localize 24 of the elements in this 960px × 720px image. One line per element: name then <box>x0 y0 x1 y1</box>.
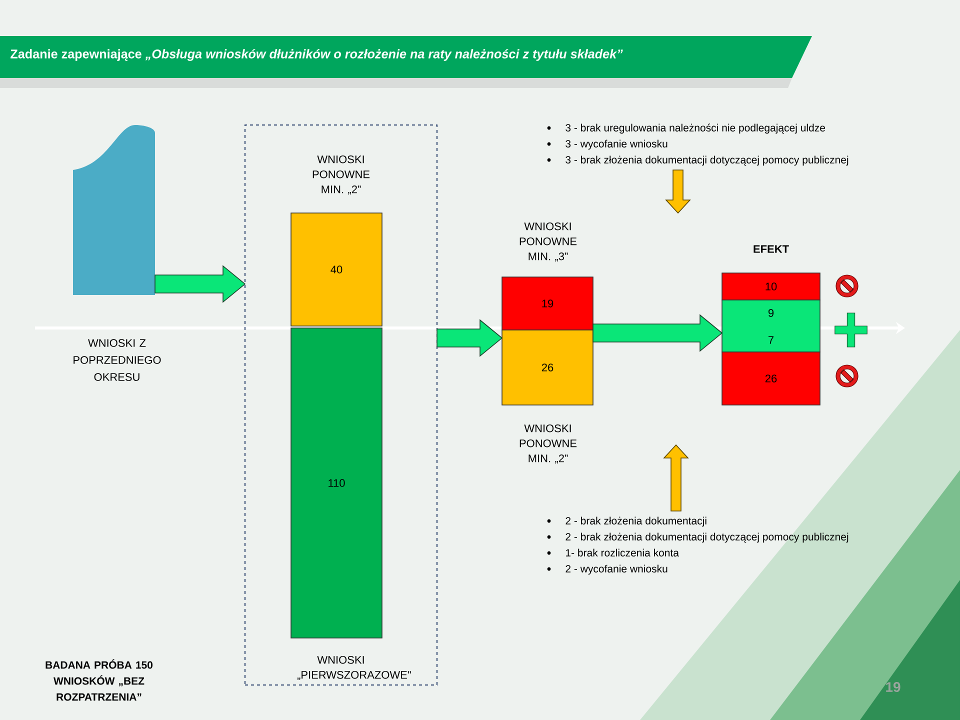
value-box: 19 <box>502 276 594 330</box>
value: 9 <box>768 309 774 317</box>
heading: EFEKT <box>754 245 789 253</box>
block-arrow <box>436 319 503 357</box>
heading: WNIOSKI PONOWNE MIN. „3” <box>520 222 577 262</box>
block-arrow <box>665 170 691 214</box>
value-box: 110 <box>290 328 382 638</box>
bullet-list: 3 - brak uregulowania należności nie podlegającej uldze 3 - wycofanie wniosku 3 - brak złożenia dokumentacji dotyczącej pomocy publicznej <box>566 124 848 166</box>
value-box: 40 <box>290 212 382 326</box>
bullet-list: 2 - brak złożenia dokumentacji 2 - brak złożenia dokumentacji dotyczącej pomocy publicznej 1- brak rozliczenia konta 2 - wycofanie wniosku <box>566 516 848 575</box>
title: Zadanie zapewniające „Obsługa wniosków dłużników o rozłożenie na raty należności z tytułu składek” <box>10 49 623 61</box>
bar-label: WNIOSKI Z POPRZEDNIEGO OKRESU <box>74 339 161 381</box>
block-arrow <box>663 444 689 512</box>
value-box: 26 <box>502 330 594 406</box>
value-box: 26 <box>722 352 820 406</box>
block-arrow <box>592 314 723 352</box>
value: 7 <box>768 336 774 344</box>
page-number: 19 <box>886 682 900 692</box>
value-box: 10 <box>722 272 820 300</box>
sample-note: BADANA PRÓBA 150 WNIOSKÓW „BEZ ROZPATRZENIA” <box>46 659 153 701</box>
block-arrow <box>154 265 246 303</box>
heading: WNIOSKI PONOWNE MIN. „2” <box>312 155 370 195</box>
heading: WNIOSKI „PIERWSZORAZOWE" <box>297 656 411 680</box>
heading: WNIOSKI PONOWNE MIN. „2” <box>520 424 577 464</box>
